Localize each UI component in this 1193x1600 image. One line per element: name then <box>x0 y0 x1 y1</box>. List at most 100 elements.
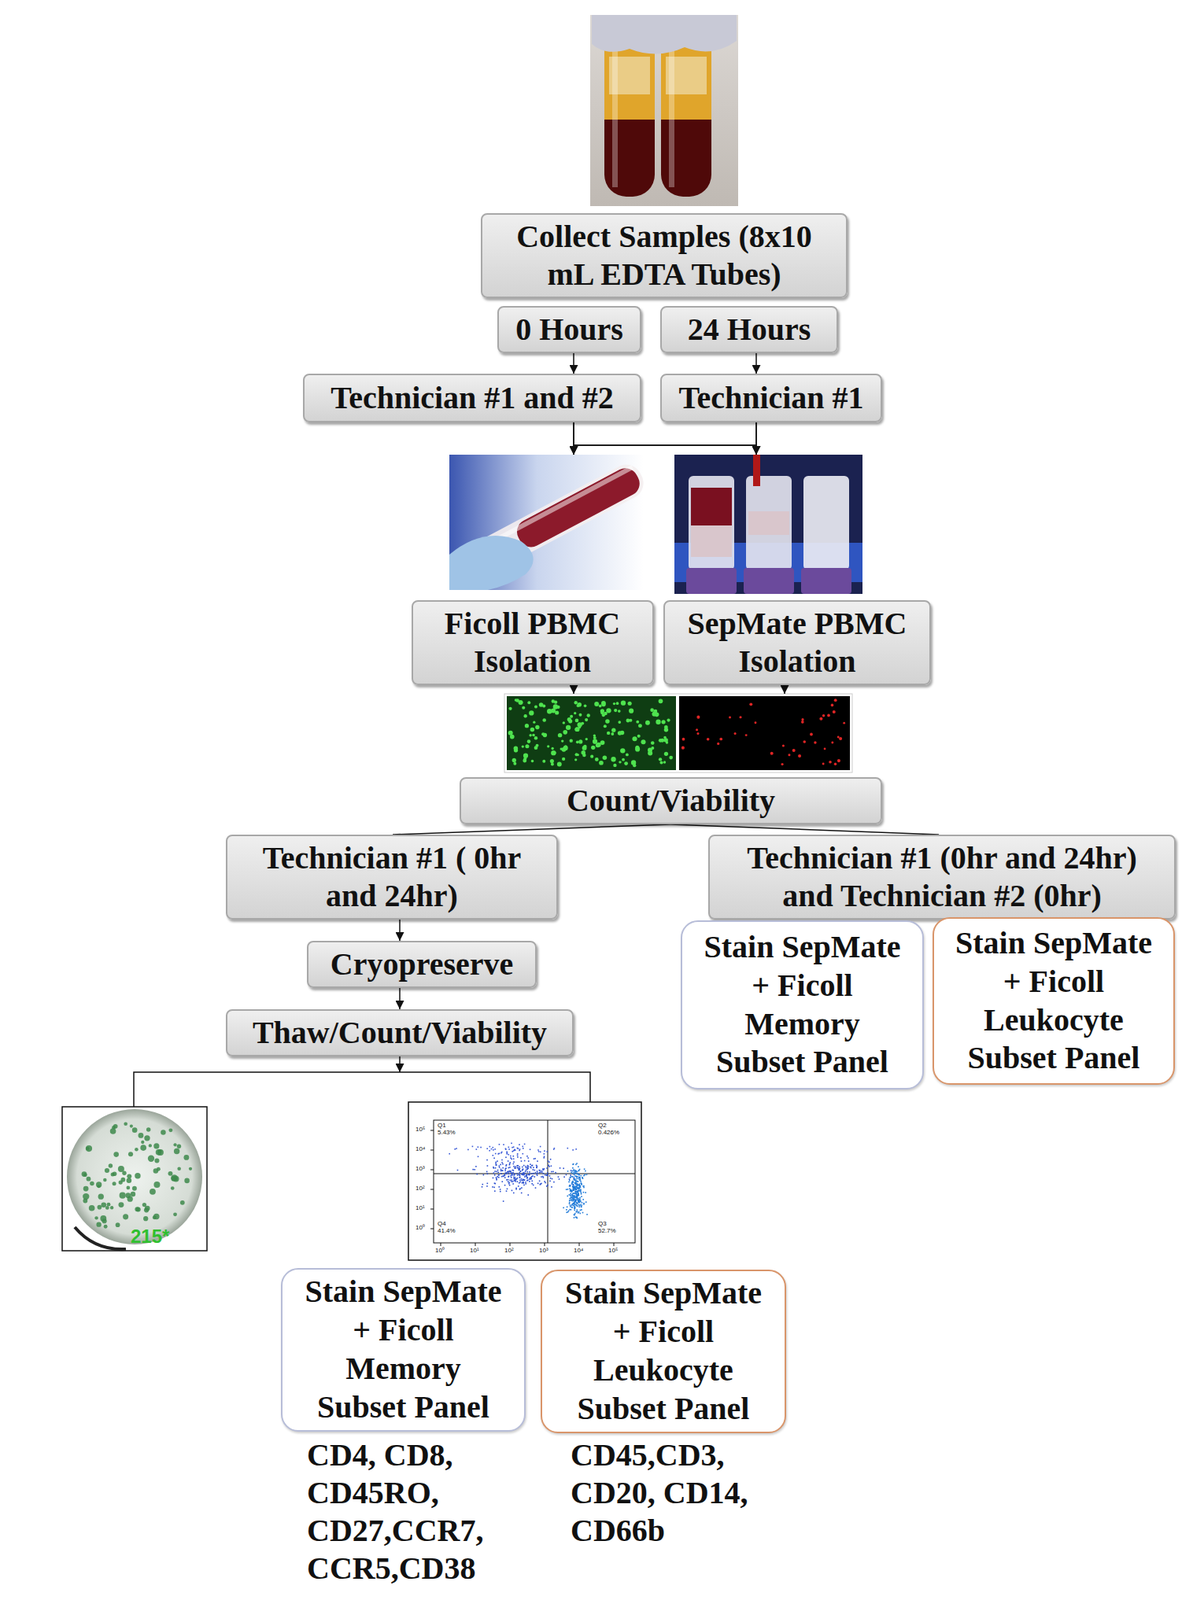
cell-dot <box>579 713 583 717</box>
event-dot <box>519 1179 521 1182</box>
event-dot <box>539 1170 541 1172</box>
event-dot <box>580 1204 583 1207</box>
event-dot <box>535 1167 538 1170</box>
cell-dot <box>521 706 525 710</box>
event-dot <box>543 1150 546 1153</box>
spot-dot <box>96 1181 102 1188</box>
event-dot <box>498 1167 501 1169</box>
cell-dot <box>613 702 616 706</box>
box-outline: Technician #1 <box>660 373 883 423</box>
event-dot <box>568 1194 571 1197</box>
event-dot <box>487 1165 489 1168</box>
event-dot <box>572 1181 574 1184</box>
cell-dot <box>658 700 662 704</box>
spot-dot <box>125 1193 131 1199</box>
cell-dot <box>813 741 817 744</box>
spot-dot <box>100 1202 107 1208</box>
cell-dot <box>738 716 742 719</box>
spot-dot <box>144 1206 151 1212</box>
event-dot <box>529 1163 532 1166</box>
cell-dot <box>590 755 594 759</box>
box-outline: Technician #1 and #2 <box>302 373 642 423</box>
cell-dot <box>513 762 517 766</box>
dead-cell-dots <box>681 698 846 766</box>
event-dot <box>571 1194 573 1197</box>
event-dot <box>519 1177 521 1179</box>
event-dot <box>506 1151 508 1153</box>
event-dot <box>570 1191 573 1193</box>
cell-dot <box>530 727 536 733</box>
spot-dot <box>98 1193 104 1200</box>
event-dot <box>578 1174 580 1177</box>
event-dot <box>504 1168 507 1171</box>
cell-dot <box>792 749 796 753</box>
event-dot <box>538 1151 540 1153</box>
event-dot <box>580 1207 583 1209</box>
axis-tick-label: 10⁴ <box>415 1145 425 1153</box>
event-dot <box>568 1202 571 1205</box>
cell-dot <box>631 760 636 765</box>
event-dot <box>572 1185 574 1188</box>
event-dot <box>486 1148 488 1150</box>
event-dot <box>508 1175 510 1178</box>
cell-dot <box>596 742 602 748</box>
cell-dot <box>653 709 658 714</box>
spot-dot <box>140 1144 147 1152</box>
spot-dot <box>156 1167 161 1172</box>
event-dot <box>576 1195 578 1197</box>
event-dot <box>547 1165 550 1168</box>
event-dot <box>580 1192 583 1194</box>
event-dot <box>579 1177 581 1179</box>
event-dot <box>521 1167 524 1169</box>
event-dot <box>527 1167 529 1169</box>
cell-dot <box>587 713 591 717</box>
event-dot <box>492 1178 495 1180</box>
event-dot <box>509 1170 511 1173</box>
spot-dot <box>173 1143 177 1147</box>
event-dot <box>527 1179 529 1182</box>
event-dot <box>514 1178 517 1181</box>
cell-dot <box>541 732 545 736</box>
event-dot <box>574 1199 577 1201</box>
cell-dot <box>661 720 665 724</box>
event-dot <box>577 1166 580 1168</box>
event-dot <box>568 1198 571 1201</box>
event-dot <box>563 1176 566 1179</box>
cell-dot <box>745 734 748 737</box>
box-outline: Stain SepMate + Ficoll Memory Subset Pan… <box>280 1268 526 1433</box>
cell-dot <box>664 725 669 730</box>
event-dot <box>505 1172 507 1175</box>
cell-dot <box>583 745 587 749</box>
cell-dot <box>832 710 836 714</box>
event-dot <box>546 1174 549 1177</box>
event-dot <box>524 1160 526 1163</box>
event-dot <box>573 1215 576 1217</box>
event-dot <box>572 1189 575 1192</box>
cell-dot <box>653 709 658 713</box>
event-dot <box>579 1185 582 1188</box>
cell-dot <box>610 732 614 736</box>
event-dot <box>535 1167 538 1169</box>
event-dot <box>480 1147 482 1149</box>
cell-dot <box>590 746 595 750</box>
event-dot <box>536 1170 539 1173</box>
event-dot <box>502 1200 505 1203</box>
event-dot <box>539 1184 542 1186</box>
event-dot <box>575 1193 577 1195</box>
event-dot <box>535 1174 538 1176</box>
event-dot <box>573 1173 576 1175</box>
event-dot <box>529 1148 532 1151</box>
event-dot <box>520 1180 523 1182</box>
stain-panel-box: Stain SepMate + Ficoll Leukocyte Subset … <box>540 1270 787 1434</box>
cell-dot <box>556 705 560 710</box>
spot-dot <box>115 1222 121 1228</box>
event-dot <box>547 1160 550 1163</box>
quadrant-label: Q4 41.4% <box>437 1220 462 1235</box>
event-dot <box>577 1188 580 1190</box>
cell-dot <box>625 753 629 757</box>
event-dot <box>504 1185 507 1187</box>
event-dot <box>513 1174 515 1177</box>
event-dot <box>577 1192 580 1194</box>
event-dot <box>580 1196 583 1198</box>
event-dot <box>517 1181 519 1183</box>
